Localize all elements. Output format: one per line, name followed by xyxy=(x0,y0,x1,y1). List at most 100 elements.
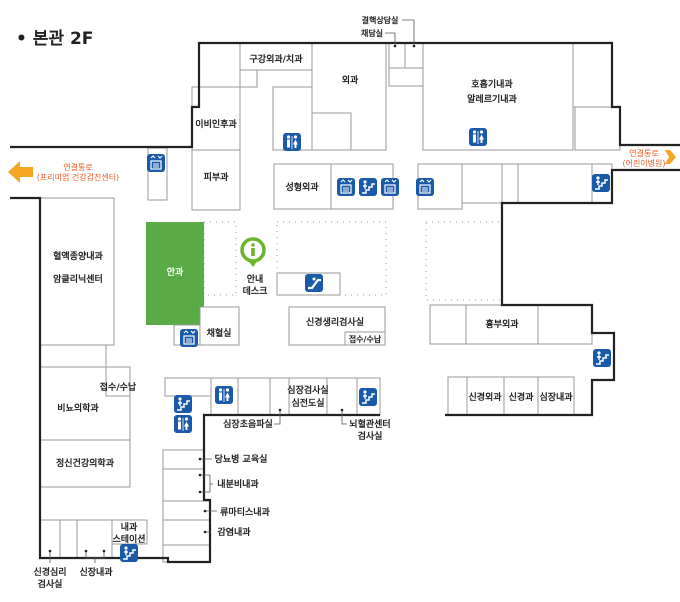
label-cardiac1: 심장검사실 xyxy=(287,384,328,396)
label-dental: 구강외과/치과 xyxy=(250,53,304,65)
dotted-area xyxy=(425,221,503,301)
restroom-icon xyxy=(214,385,234,405)
room-cardio[interactable] xyxy=(537,376,575,416)
room-neuro[interactable] xyxy=(503,376,539,416)
link-left-line2[interactable]: (프리미엄 건강검진센터) xyxy=(37,172,119,182)
label-diabetes: 당뇨병 교육실 xyxy=(215,453,268,465)
arrow-left-icon[interactable] xyxy=(8,161,33,183)
elevator-icon xyxy=(415,177,435,197)
link-right-line1[interactable]: 연결통로 xyxy=(629,148,658,158)
room-misc xyxy=(537,304,593,345)
leader-lines xyxy=(48,19,416,563)
room-plastic[interactable] xyxy=(273,163,332,210)
arrow-right-icon[interactable] xyxy=(665,150,676,164)
label-cerebro2: 검사실 xyxy=(358,430,383,442)
label-neurosurg: 신경외과 xyxy=(468,391,502,403)
label-station1: 내과 xyxy=(121,521,138,533)
stairs-icon xyxy=(591,173,611,193)
room-sputum[interactable] xyxy=(388,42,406,69)
room-misc xyxy=(162,544,211,563)
room-misc xyxy=(572,42,613,108)
room-blood[interactable] xyxy=(199,306,240,346)
link-right-line2[interactable]: (어린이병원) xyxy=(622,158,665,168)
room-reception1[interactable] xyxy=(105,366,131,397)
stairs-icon xyxy=(358,177,378,197)
label-surgery: 외과 xyxy=(342,74,359,86)
dotted-area xyxy=(203,221,237,296)
elevator-icon xyxy=(179,328,199,348)
restroom-icon xyxy=(468,127,488,147)
label-station2: 스테이션 xyxy=(112,533,145,545)
label-neurophys: 신경생리검사실 xyxy=(306,316,364,328)
label-reception2: 접수/수납 xyxy=(349,334,382,344)
label-infect: 감염내과 xyxy=(217,526,251,538)
label-cardio: 심장내과 xyxy=(539,391,573,403)
elevator-icon xyxy=(380,177,400,197)
room-misc xyxy=(239,69,258,88)
label-thoracic: 흉부외과 xyxy=(485,318,519,330)
room-neurosurg[interactable] xyxy=(466,376,505,416)
room-cardiac[interactable] xyxy=(288,377,328,416)
floor-title: • 본관 2F xyxy=(16,29,93,49)
label-derm: 피부과 xyxy=(204,171,230,183)
room-diabetes[interactable] xyxy=(162,449,205,470)
label-info1: 안내 xyxy=(247,273,264,285)
label-cardiac2: 심전도실 xyxy=(291,397,324,409)
elevator-icon xyxy=(336,177,356,197)
room-infect[interactable] xyxy=(162,519,211,546)
room-misc xyxy=(429,304,467,345)
link-left-line1[interactable]: 연결통로 xyxy=(63,162,92,172)
restroom-icon xyxy=(282,132,302,152)
room-derm[interactable] xyxy=(191,149,241,211)
escalator-icon xyxy=(303,272,325,294)
room-misc xyxy=(311,112,352,151)
label-resp1: 호흡기내과 xyxy=(471,78,513,90)
stairs-icon xyxy=(173,394,193,414)
label-sputum: 채담실 xyxy=(361,28,383,38)
room-misc xyxy=(501,163,519,204)
label-neuropsych2: 검사실 xyxy=(38,578,63,590)
rooms-layer xyxy=(39,42,621,563)
info-icon[interactable] xyxy=(240,237,266,267)
label-neuro: 신경과 xyxy=(509,391,535,403)
label-neuropsych1: 신경심리 xyxy=(33,566,66,578)
stairs-icon xyxy=(119,543,139,563)
label-nephro: 신장내과 xyxy=(79,566,113,578)
stairs-icon xyxy=(358,387,378,407)
outer-wall-top xyxy=(10,41,680,149)
label-plastic: 성형외과 xyxy=(285,181,319,193)
label-eye: 안과 xyxy=(167,266,184,278)
restroom-icon xyxy=(173,414,193,434)
room-misc xyxy=(388,67,426,87)
label-cancer: 암클리닉센터 xyxy=(53,273,103,285)
label-blood: 채혈실 xyxy=(207,327,232,339)
label-rheum: 류마티스내과 xyxy=(220,506,270,518)
label-ent: 이비인후과 xyxy=(195,118,237,130)
room-rheum[interactable] xyxy=(162,500,211,521)
room-endo[interactable] xyxy=(162,468,205,502)
label-echo: 심장초음파실 xyxy=(223,418,273,430)
room-eye[interactable] xyxy=(146,222,204,325)
room-misc xyxy=(164,377,212,397)
room-misc xyxy=(39,344,107,368)
room-respiratory[interactable] xyxy=(422,42,574,151)
label-resp2: 알레르기내과 xyxy=(467,93,517,105)
room-reception2[interactable] xyxy=(344,331,386,346)
room-misc xyxy=(461,163,503,204)
room-misc xyxy=(574,106,621,151)
label-info2: 데스크 xyxy=(243,285,268,297)
outer-wall-bottom xyxy=(10,196,380,564)
room-misc xyxy=(447,376,468,416)
elevator-icon xyxy=(146,153,166,173)
room-nephro[interactable] xyxy=(76,519,113,559)
outer-wall-right xyxy=(445,168,680,417)
room-hemato[interactable] xyxy=(39,197,115,346)
room-thoracic[interactable] xyxy=(465,304,539,345)
room-psych[interactable] xyxy=(39,439,131,488)
room-misc xyxy=(59,519,78,559)
room-misc xyxy=(237,377,271,416)
label-uro: 비뇨의학과 xyxy=(57,402,99,414)
stairs-icon xyxy=(592,348,612,368)
label-tb: 결핵상담실 xyxy=(362,15,399,25)
